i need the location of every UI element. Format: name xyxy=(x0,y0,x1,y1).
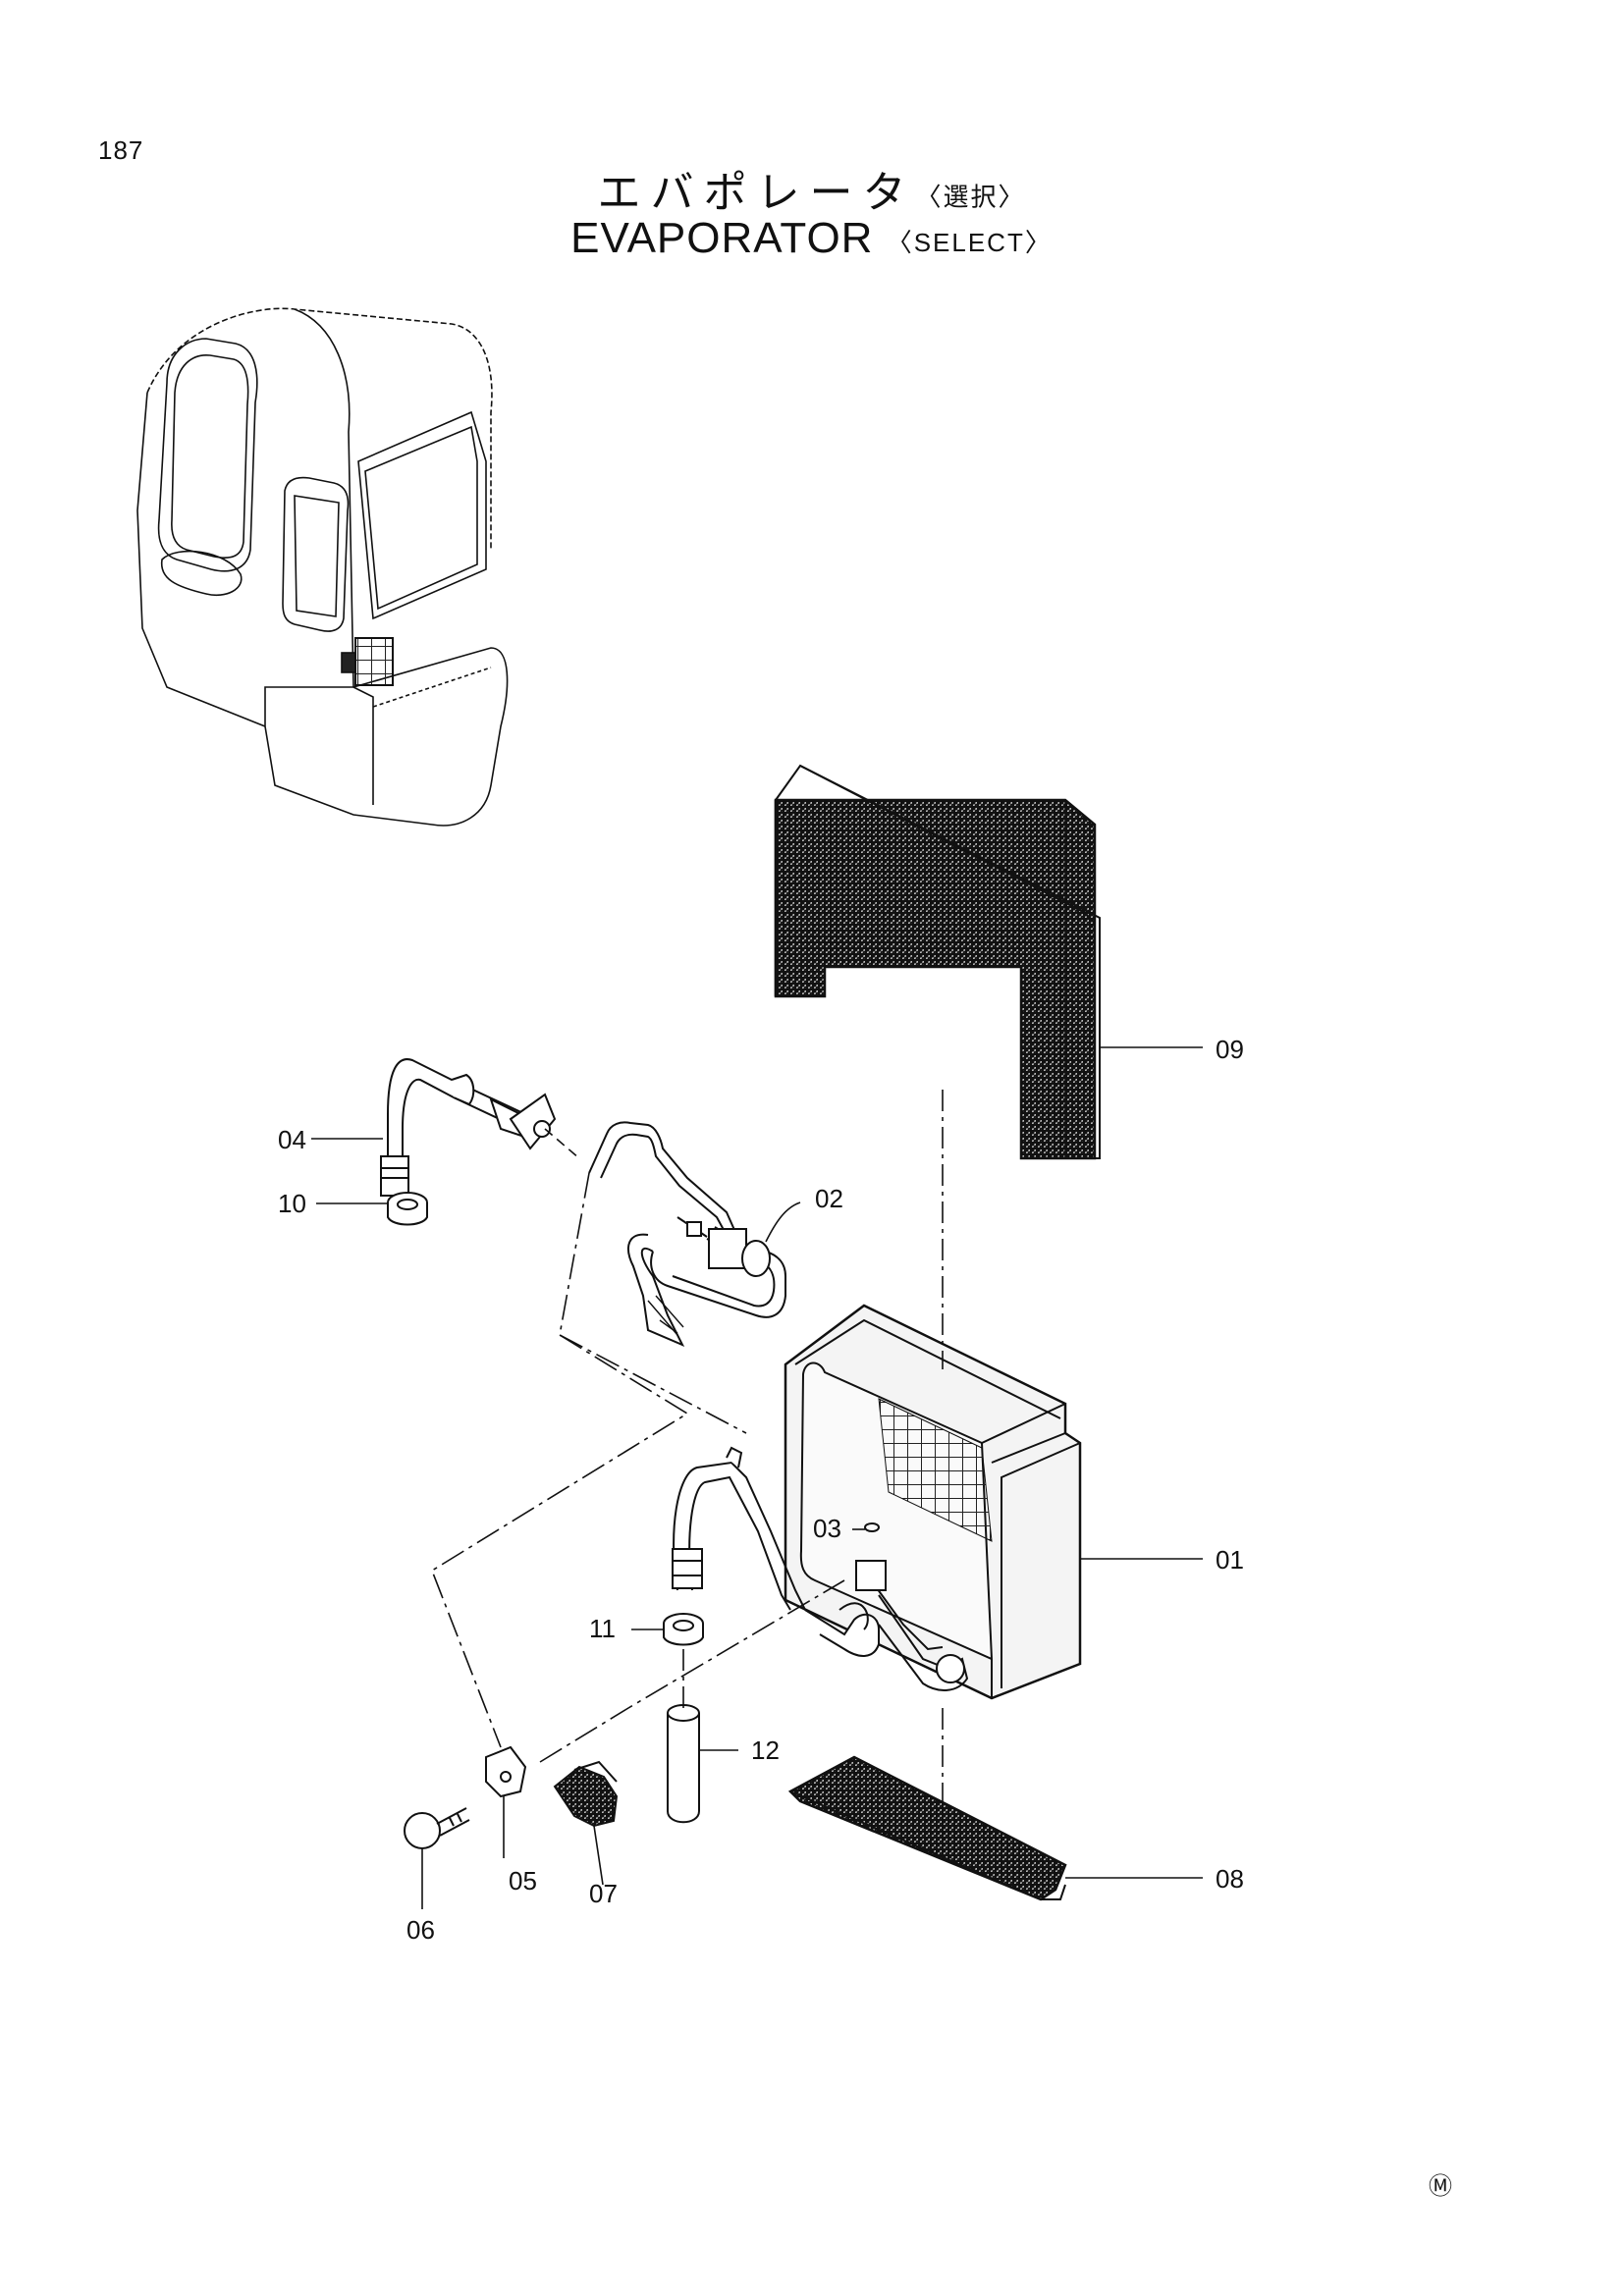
cab-illustration xyxy=(136,307,509,827)
part-01-evaporator-core xyxy=(784,1304,1082,1700)
part-09-seal-frame xyxy=(774,764,1101,1160)
part-03-o-ring xyxy=(864,1522,880,1532)
part-02-expansion-valve xyxy=(588,1121,786,1347)
suction-tube xyxy=(672,1446,969,1691)
leader-lines xyxy=(311,1046,1203,1909)
callout-06: 06 xyxy=(406,1915,435,1945)
part-05-clamp xyxy=(485,1745,527,1798)
title-en-sub: 〈SELECT〉 xyxy=(886,227,1053,257)
page-number: 187 xyxy=(98,135,144,165)
title-japanese: エバポレータ〈選択〉 xyxy=(0,157,1623,220)
callout-05: 05 xyxy=(509,1866,537,1896)
callout-07: 07 xyxy=(589,1879,618,1908)
part-06-screw xyxy=(404,1807,470,1849)
callout-04: 04 xyxy=(278,1125,306,1154)
callout-10: 10 xyxy=(278,1189,306,1218)
part-10-o-ring xyxy=(387,1192,428,1226)
title-english: EVAPORATOR 〈SELECT〉 xyxy=(0,214,1623,263)
callout-11: 11 xyxy=(589,1614,616,1643)
title-jp-sub: 〈選択〉 xyxy=(915,183,1026,213)
part-07-cushion xyxy=(553,1760,619,1828)
callout-03: 03 xyxy=(813,1514,841,1543)
callout-labels: 09 02 04 10 03 01 11 12 08 05 07 06 Ⓜ xyxy=(278,1035,1452,2200)
part-12-insulation xyxy=(667,1704,700,1824)
part-11-o-ring xyxy=(663,1613,704,1646)
callout-01: 01 xyxy=(1216,1545,1244,1575)
callout-02: 02 xyxy=(815,1184,843,1213)
callout-08: 08 xyxy=(1216,1864,1244,1894)
title-en-main: EVAPORATOR xyxy=(570,214,874,262)
callout-12: 12 xyxy=(751,1735,780,1765)
part-04-fitting-tube xyxy=(380,1058,557,1197)
m-mark: Ⓜ xyxy=(1429,2173,1452,2200)
callout-09: 09 xyxy=(1216,1035,1244,1064)
assembly-guide-lines xyxy=(431,1090,944,1816)
title-jp-main: エバポレータ xyxy=(597,168,916,218)
part-08-drain-tray xyxy=(787,1755,1067,1901)
